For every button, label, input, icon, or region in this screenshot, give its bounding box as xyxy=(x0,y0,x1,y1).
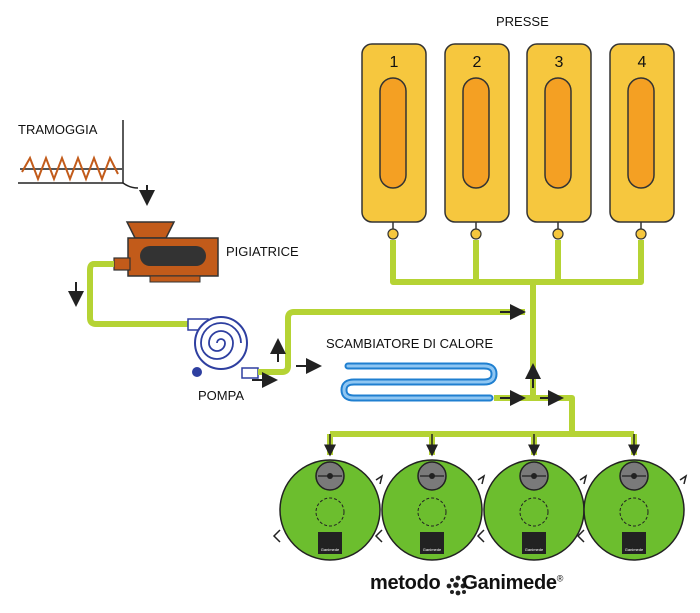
press-3-number: 3 xyxy=(554,54,564,71)
press-1-number: 1 xyxy=(389,54,399,71)
tramoggia-label: TRAMOGGIA xyxy=(18,122,98,137)
exchanger-outlet-pipe xyxy=(494,395,575,434)
press-4 xyxy=(609,43,675,240)
tank-4 xyxy=(576,459,688,561)
tank-1-badge: Ganimede xyxy=(320,547,340,552)
pompa-label: POMPA xyxy=(198,388,244,403)
heat-exchanger xyxy=(340,362,498,402)
brand-logo: metodo Ganimede® xyxy=(370,572,563,595)
tank-2 xyxy=(374,459,486,561)
registered-mark: ® xyxy=(556,573,564,584)
tank-4-badge: Ganimede xyxy=(624,547,644,552)
pump-outlet-pipe xyxy=(258,309,525,375)
tank-2-badge: Ganimede xyxy=(422,547,442,552)
crusher-to-pump-pipe xyxy=(87,261,188,327)
scambiatore-label: SCAMBIATORE DI CALORE xyxy=(326,336,494,351)
tank-1 xyxy=(272,459,384,561)
pump xyxy=(187,316,259,379)
press-4-number: 4 xyxy=(637,54,647,71)
ganimede-logo-mark xyxy=(446,575,466,596)
brand-word-metodo: metodo xyxy=(370,572,441,594)
press-1 xyxy=(361,43,427,240)
tank-manifold xyxy=(327,431,637,455)
crusher xyxy=(113,221,219,283)
brand-word-ganimede: Ganimede xyxy=(462,572,557,594)
pigiatrice-label: PIGIATRICE xyxy=(226,244,299,259)
press-3 xyxy=(526,43,592,240)
press-2-number: 2 xyxy=(472,54,482,71)
tank-3 xyxy=(476,459,588,561)
hopper xyxy=(18,120,155,206)
press-2 xyxy=(444,43,510,240)
tank-3-badge: Ganimede xyxy=(524,547,544,552)
presse-label: PRESSE xyxy=(496,14,549,29)
press-collector-pipes xyxy=(390,240,644,398)
